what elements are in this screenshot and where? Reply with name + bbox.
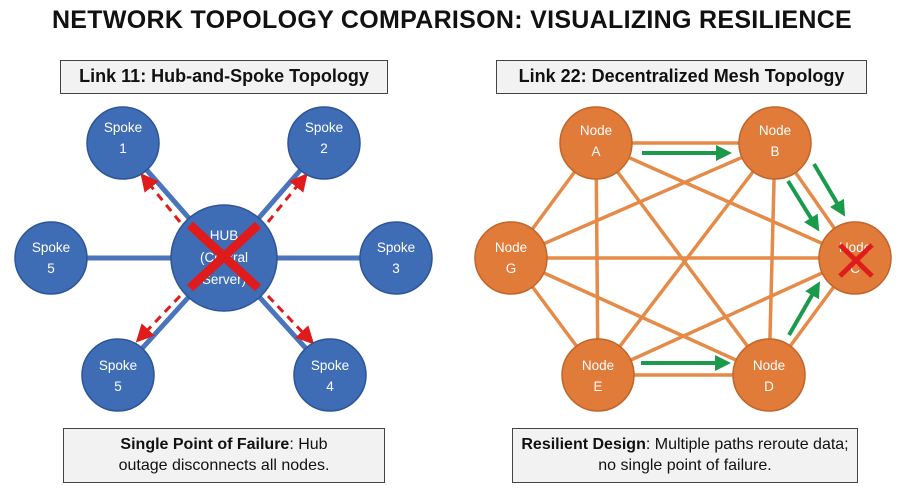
failure-x-icon [838,243,874,278]
svg-text:Node: Node [582,358,614,373]
hub-node: HUB (Central Server) [170,204,278,312]
caption-text: : Multiple paths reroute data; no single… [598,436,849,474]
svg-text:C: C [850,261,860,276]
svg-text:Server): Server) [202,272,246,287]
svg-text:Spoke: Spoke [99,358,137,373]
spoke-5-bottom: Spoke 5 [81,338,155,412]
page-title: NETWORK TOPOLOGY COMPARISON: VISUALIZING… [51,6,853,34]
reroute-arrows [641,145,846,371]
svg-text:G: G [506,261,517,276]
svg-text:Node: Node [759,123,791,138]
svg-text:Spoke: Spoke [377,240,415,255]
svg-text:D: D [764,379,774,394]
svg-text:3: 3 [392,261,400,276]
svg-text:4: 4 [326,379,334,394]
spoke-1: Spoke 1 [86,106,160,180]
svg-text:Node: Node [580,123,612,138]
spoke-3: Spoke 3 [359,221,433,295]
svg-text:2: 2 [320,141,328,156]
hub-spoke-title: Link 11: Hub-and-Spoke Topology [60,60,388,94]
hub-spoke-caption: Single Point of Failure: Hub outage disc… [63,428,385,483]
caption-text: : Hub outage disconnects all nodes. [118,436,330,474]
svg-text:5: 5 [114,379,122,394]
caption-bold: Single Point of Failure [120,436,290,453]
spoke-5-left: Spoke 5 [14,221,88,295]
svg-text:5: 5 [47,261,55,276]
svg-text:Spoke: Spoke [305,120,343,135]
svg-text:Node: Node [753,358,785,373]
spoke-4: Spoke 4 [293,338,367,412]
svg-text:Spoke: Spoke [311,358,349,373]
svg-text:1: 1 [119,141,127,156]
failure-x-icon [186,221,262,292]
svg-text:HUB: HUB [210,228,239,243]
svg-text:Node: Node [495,240,527,255]
failure-arrows [135,173,315,345]
svg-text:Spoke: Spoke [32,240,70,255]
mesh-caption: Resilient Design: Multiple paths reroute… [512,428,858,483]
svg-text:E: E [593,379,602,394]
svg-text:A: A [591,144,600,159]
mesh-title: Link 22: Decentralized Mesh Topology [496,60,867,94]
svg-text:B: B [770,144,779,159]
mesh-links [509,141,857,377]
caption-bold: Resilient Design [521,436,646,453]
svg-text:Spoke: Spoke [104,120,142,135]
spoke-2: Spoke 2 [287,106,361,180]
